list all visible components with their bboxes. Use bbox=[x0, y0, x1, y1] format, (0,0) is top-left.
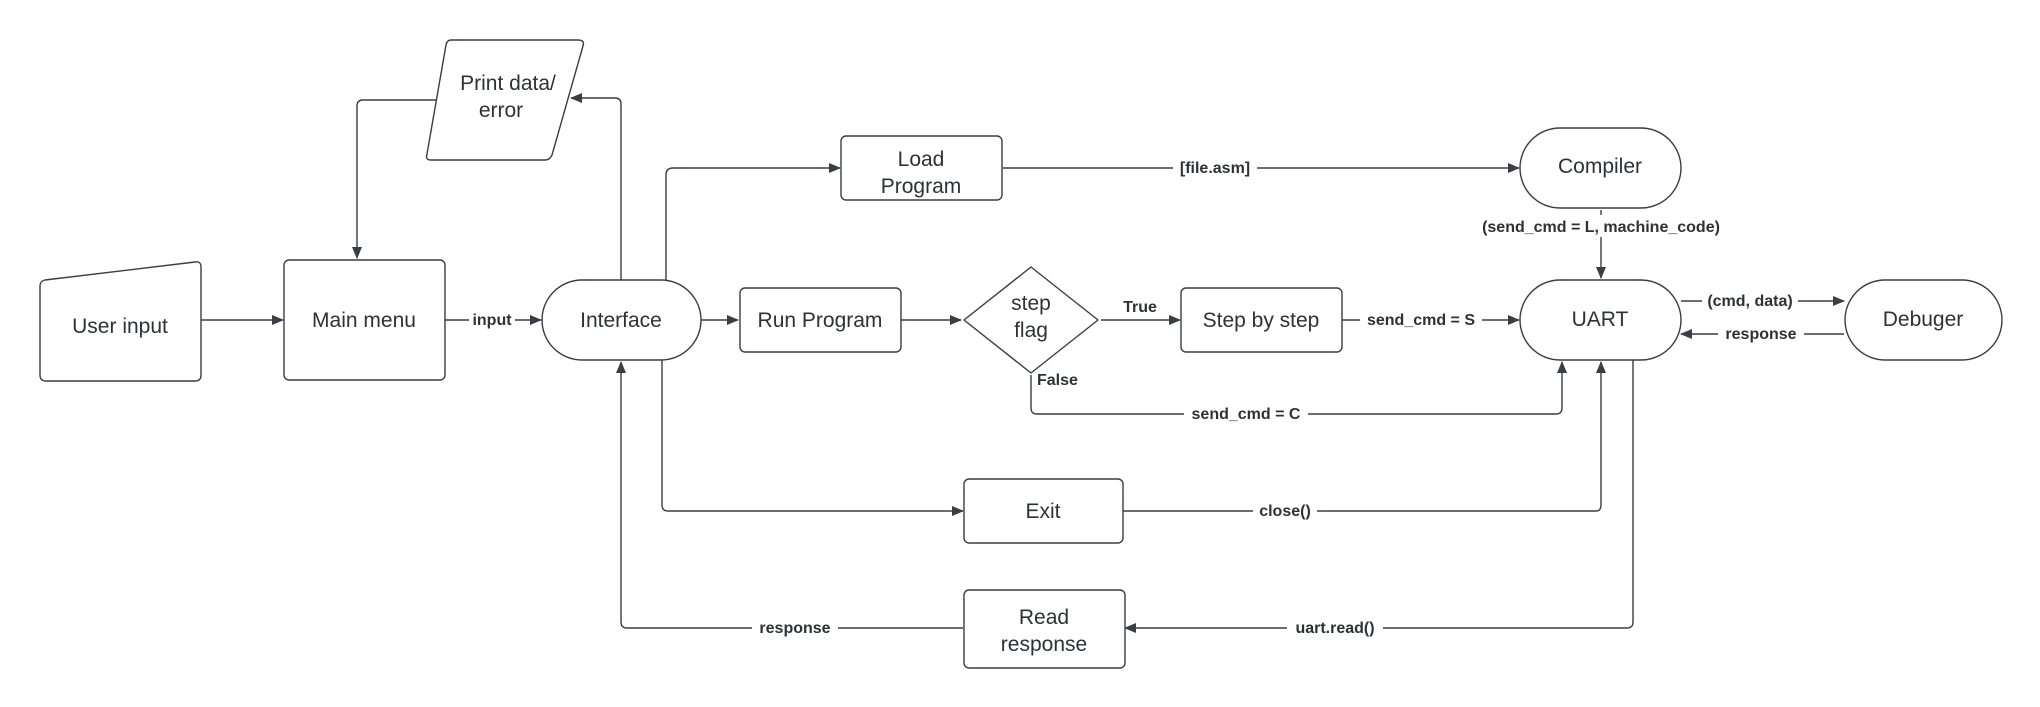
label-response-interface: response bbox=[752, 617, 838, 637]
svg-text:send_cmd = C: send_cmd = C bbox=[1192, 406, 1301, 423]
svg-text:Step by step: Step by step bbox=[1203, 309, 1320, 332]
svg-text:Main menu: Main menu bbox=[312, 309, 416, 332]
label-send-cmd-s: send_cmd = S bbox=[1360, 309, 1482, 329]
label-send-cmd-l: (send_cmd = L, machine_code) bbox=[1466, 215, 1738, 237]
svg-text:UART: UART bbox=[1572, 308, 1629, 331]
svg-text:Read: Read bbox=[1019, 606, 1069, 629]
svg-text:send_cmd = S: send_cmd = S bbox=[1367, 312, 1475, 329]
svg-text:uart.read(): uart.read() bbox=[1295, 620, 1374, 637]
node-run-program[interactable]: Run Program bbox=[739, 287, 902, 353]
edge-exit-to-uart bbox=[1123, 361, 1606, 512]
label-true: True bbox=[1123, 299, 1157, 316]
label-input: input bbox=[469, 309, 515, 329]
svg-text:Program: Program bbox=[881, 175, 962, 198]
node-step-flag[interactable]: step flag bbox=[963, 266, 1099, 374]
node-step-by-step[interactable]: Step by step bbox=[1180, 287, 1343, 353]
svg-text:(send_cmd = L, machine_code): (send_cmd = L, machine_code) bbox=[1482, 219, 1720, 236]
svg-text:False: False bbox=[1037, 372, 1078, 389]
node-compiler[interactable]: Compiler bbox=[1519, 127, 1682, 209]
label-response-debuger: response bbox=[1718, 323, 1804, 343]
svg-text:response: response bbox=[1725, 326, 1796, 343]
svg-text:(cmd, data): (cmd, data) bbox=[1707, 293, 1792, 310]
node-exit[interactable]: Exit bbox=[963, 478, 1124, 544]
svg-text:Compiler: Compiler bbox=[1558, 155, 1642, 178]
svg-text:error: error bbox=[479, 99, 523, 122]
edge-interface-to-print-data bbox=[570, 93, 622, 280]
svg-text:Interface: Interface bbox=[580, 309, 662, 332]
svg-text:True: True bbox=[1123, 299, 1157, 316]
label-send-cmd-c: send_cmd = C bbox=[1184, 403, 1308, 423]
label-cmd-data: (cmd, data) bbox=[1702, 290, 1798, 310]
node-load-program[interactable]: Load Program bbox=[840, 135, 1003, 201]
node-interface[interactable]: Interface bbox=[541, 279, 702, 361]
svg-text:input: input bbox=[472, 312, 512, 329]
node-main-menu[interactable]: Main menu bbox=[283, 259, 446, 381]
label-false: False bbox=[1036, 370, 1086, 390]
edge-read-response-to-interface bbox=[616, 361, 963, 629]
svg-text:response: response bbox=[759, 620, 830, 637]
node-print-data-error[interactable]: Print data/ error bbox=[425, 39, 585, 161]
svg-text:Debuger: Debuger bbox=[1883, 308, 1964, 331]
label-file-asm: [file.asm] bbox=[1173, 157, 1257, 177]
svg-text:Exit: Exit bbox=[1025, 500, 1060, 523]
svg-text:Print data/: Print data/ bbox=[460, 72, 556, 95]
svg-text:Load: Load bbox=[898, 148, 945, 171]
nodes: User input Main menu Print data/ error I… bbox=[39, 39, 2003, 669]
svg-text:Run Program: Run Program bbox=[758, 309, 883, 332]
label-uart-read: uart.read() bbox=[1287, 617, 1383, 637]
svg-text:response: response bbox=[1001, 633, 1087, 656]
svg-text:step: step bbox=[1011, 292, 1051, 315]
label-close: close() bbox=[1253, 500, 1317, 520]
svg-text:[file.asm]: [file.asm] bbox=[1180, 160, 1250, 177]
svg-text:flag: flag bbox=[1014, 319, 1048, 342]
edge-interface-to-load-program bbox=[665, 163, 841, 280]
edge-interface-to-exit bbox=[661, 360, 964, 516]
svg-text:User input: User input bbox=[72, 315, 168, 338]
node-read-response[interactable]: Read response bbox=[963, 589, 1126, 669]
edge-labels: input [file.asm] (send_cmd = L, machine_… bbox=[469, 157, 1804, 637]
edge-print-data-to-main-menu bbox=[352, 99, 441, 259]
edge-uart-to-read-response bbox=[1124, 360, 1634, 633]
node-uart[interactable]: UART bbox=[1519, 279, 1682, 361]
svg-text:close(): close() bbox=[1259, 503, 1311, 520]
node-user-input[interactable]: User input bbox=[39, 261, 202, 382]
node-debuger[interactable]: Debuger bbox=[1844, 279, 2003, 361]
